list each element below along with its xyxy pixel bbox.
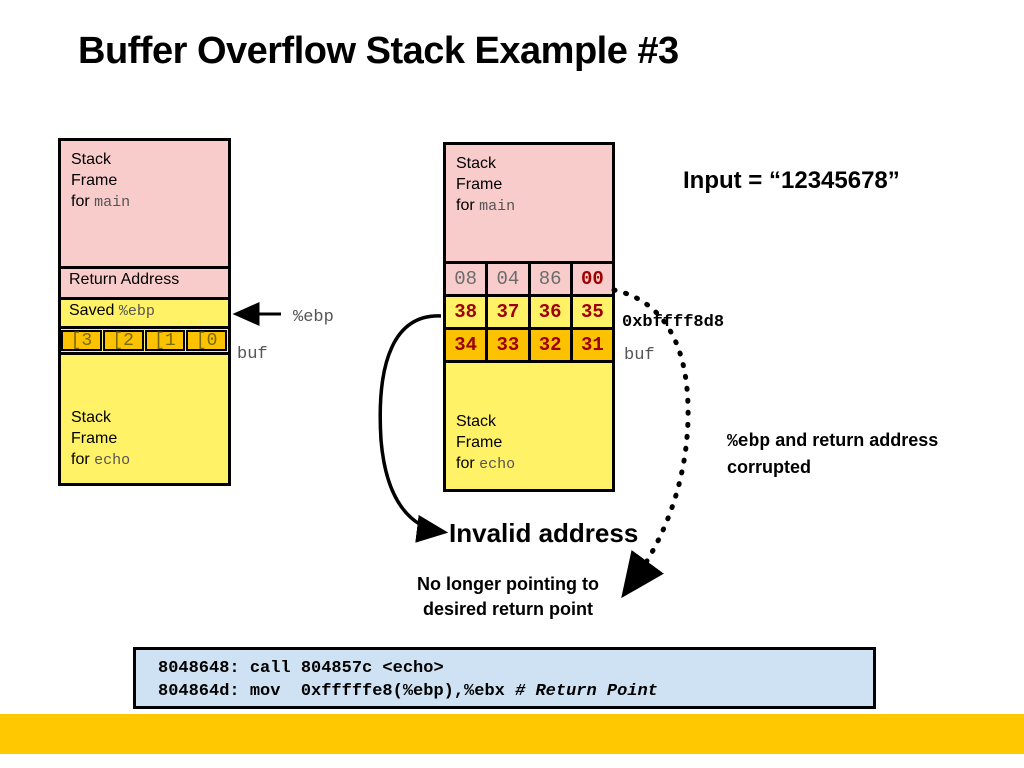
left-echo-frame: Stack Frame for echo bbox=[61, 355, 228, 483]
ebp-byte-1: 37 bbox=[488, 297, 531, 327]
code-box: 8048648: call 804857c <echo> 804864d: mo… bbox=[133, 647, 876, 709]
corrupted-note: %ebp and return address corrupted bbox=[727, 428, 1007, 480]
code-line-2: 804864d: mov 0xfffffe8(%ebp),%ebx # Retu… bbox=[158, 680, 873, 703]
ebp-byte-2: 36 bbox=[531, 297, 573, 327]
corrupted-address-label: 0xbffff8d8 bbox=[622, 313, 725, 332]
left-echo-line1: Stack bbox=[71, 409, 112, 426]
right-buf-bytes: 34 33 32 31 bbox=[446, 330, 612, 360]
left-return-address-row: Return Address bbox=[61, 269, 228, 300]
ebp-byte-3: 35 bbox=[580, 301, 604, 323]
ret-byte-0: 08 bbox=[446, 264, 489, 294]
left-main-line3: for main bbox=[71, 193, 131, 211]
right-main-line1: Stack bbox=[456, 155, 497, 172]
right-return-address-bytes: 08 04 86 00 bbox=[446, 264, 612, 294]
left-main-line1: Stack bbox=[71, 151, 112, 168]
code-line-1: 8048648: call 804857c <echo> bbox=[158, 659, 444, 678]
ret-byte-2: 86 bbox=[531, 264, 573, 294]
left-buf-cell-2: [2 bbox=[102, 330, 144, 351]
right-echo-line1: Stack bbox=[456, 413, 497, 430]
left-saved-ebp-register: %ebp bbox=[118, 303, 155, 320]
ret-byte-3: 00 bbox=[580, 268, 604, 290]
right-echo-frame-text: Stack Frame for echo bbox=[456, 411, 515, 475]
corrupted-note-register: %ebp bbox=[727, 432, 771, 452]
right-echo-line3: for echo bbox=[456, 455, 516, 473]
ebp-byte-0: 38 bbox=[446, 297, 489, 327]
right-saved-ebp-bytes: 38 37 36 35 bbox=[446, 297, 612, 327]
corrupted-note-rest: and return address bbox=[770, 430, 939, 450]
left-echo-func-name: echo bbox=[94, 452, 131, 469]
corrupted-note-line2: corrupted bbox=[727, 457, 812, 477]
right-buf-label: buf bbox=[624, 346, 655, 365]
input-annotation: Input = “12345678” bbox=[683, 167, 900, 194]
left-buf-row: [3 [2 [1 [0 bbox=[61, 329, 228, 355]
right-saved-ebp-row: 38 37 36 35 bbox=[446, 297, 612, 330]
right-echo-frame: Stack Frame for echo bbox=[446, 363, 612, 489]
left-main-line2: Frame bbox=[71, 172, 118, 189]
page-title: Buffer Overflow Stack Example #3 bbox=[78, 30, 679, 72]
no-longer-line2: desired return point bbox=[422, 599, 593, 619]
buf-byte-0: 31 bbox=[580, 334, 604, 356]
left-saved-ebp-row: Saved %ebp bbox=[61, 300, 228, 329]
left-return-address-label: Return Address bbox=[69, 271, 180, 288]
buf-byte-1: 32 bbox=[531, 330, 573, 360]
right-return-address-row: 08 04 86 00 bbox=[446, 264, 612, 297]
right-main-frame: Stack Frame for main bbox=[446, 145, 612, 264]
no-longer-pointing-note: No longer pointing to desired return poi… bbox=[392, 572, 624, 622]
left-stack-diagram: Stack Frame for main Return Address Save… bbox=[58, 138, 231, 486]
left-saved-ebp-label: Saved %ebp bbox=[69, 302, 155, 320]
left-buf-cells: [3 [2 [1 [0 bbox=[61, 329, 228, 352]
left-main-func-name: main bbox=[94, 194, 131, 211]
left-main-frame-text: Stack Frame for main bbox=[71, 149, 130, 213]
right-echo-line2: Frame bbox=[456, 434, 503, 451]
left-buf-cell-1: [1 bbox=[144, 330, 186, 351]
left-buf-cell-3: [3 bbox=[61, 330, 102, 351]
right-echo-func-name: echo bbox=[479, 456, 516, 473]
no-longer-line1: No longer pointing to bbox=[417, 574, 599, 594]
right-main-line2: Frame bbox=[456, 176, 503, 193]
right-buf-row: 34 33 32 31 bbox=[446, 330, 612, 363]
right-main-func-name: main bbox=[479, 198, 516, 215]
ret-byte-1: 04 bbox=[488, 264, 531, 294]
right-main-line3: for main bbox=[456, 197, 516, 215]
buf-byte-3: 34 bbox=[446, 330, 489, 360]
left-echo-frame-text: Stack Frame for echo bbox=[71, 407, 130, 471]
left-buf-cell-0: [0 bbox=[186, 330, 227, 351]
code-line-2-instruction: 804864d: mov 0xfffffe8(%ebp),%ebx bbox=[158, 682, 516, 701]
buf-byte-2: 33 bbox=[488, 330, 531, 360]
left-ebp-pointer-label: %ebp bbox=[293, 308, 334, 327]
left-buf-label: buf bbox=[237, 345, 268, 364]
left-echo-line2: Frame bbox=[71, 430, 118, 447]
code-line-2-comment: # Return Point bbox=[515, 682, 658, 701]
left-main-frame: Stack Frame for main bbox=[61, 141, 228, 269]
invalid-address-arrow bbox=[378, 314, 449, 543]
invalid-address-note: Invalid address bbox=[449, 518, 639, 548]
left-echo-line3: for echo bbox=[71, 451, 131, 469]
right-main-frame-text: Stack Frame for main bbox=[456, 153, 515, 217]
footer-bar bbox=[0, 714, 1024, 754]
right-stack-diagram: Stack Frame for main 08 04 86 00 38 37 3… bbox=[443, 142, 615, 492]
